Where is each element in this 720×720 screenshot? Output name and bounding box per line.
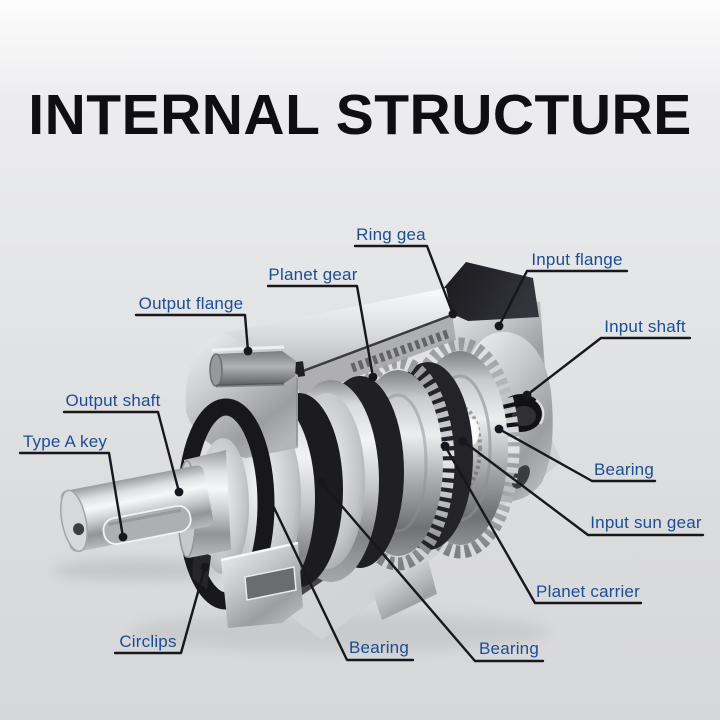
shaft-shadow [52,559,228,581]
bearing-bottom-left-dot [262,488,272,498]
circlips-dot [200,562,210,572]
foot-top-highlight [220,541,299,562]
planet-gear-leader [266,284,375,379]
planet-gear-label: Planet gear [268,265,357,284]
ring-gear-leader [353,244,455,316]
flange-pin [214,351,296,386]
input-shaft-leader [525,336,692,397]
input-sun-gear-label: Input sun gear [590,513,702,532]
input-shaft-label: Input shaft [604,317,686,336]
input-flange-dot [494,321,504,331]
label-input-shaft: Input shaft [522,317,692,400]
top-bar-edge [294,313,453,376]
type-a-key-label: Type A key [23,432,108,451]
output-shaft-leader [62,410,181,494]
label-circlips: Circlips [113,562,210,655]
bearing-bottom-right-label: Bearing [479,639,539,658]
output-flange-label: Output flange [139,294,244,313]
label-bearing-right: Bearing [494,424,657,483]
bearing-right-dot [494,424,504,434]
input-flange-leader [497,269,629,328]
label-type-a-key: Type A key [18,432,128,542]
foot-slot [244,566,297,601]
ring-gear-dot [448,309,458,319]
label-planet-gear: Planet gear [266,265,378,382]
planet-carrier-leader [443,444,643,605]
ring-gear-teeth [350,328,452,373]
bearing-bottom-right-leader [320,481,545,663]
label-planet-carrier: Planet carrier [440,441,643,605]
carrier-foot [372,560,437,620]
bearing-bottom-left-label: Bearing [349,638,409,657]
label-input-flange: Input flange [494,250,629,331]
output-shaft-dot [174,487,184,497]
ring-gear-label: Ring gea [356,225,426,244]
type-a-key-leader [18,451,125,539]
circlips-label: Circlips [119,632,176,651]
input-sun-gear-leader [461,439,705,537]
gearbox-illustration [52,262,562,652]
bearing-right-leader [497,427,657,483]
gear2-hub-teeth [442,406,482,490]
planet-gear-dot [368,372,378,382]
bearing-bottom-right-dot [317,478,327,488]
label-bearing-bottom-right: Bearing [317,478,545,663]
output-shaft-label: Output shaft [65,391,160,410]
bearing-right-label: Bearing [594,460,654,479]
label-bearing-bottom-left: Bearing [262,488,415,662]
part-labels: Ring gea Planet gear Input flange Output… [18,225,705,663]
input-flange-label: Input flange [531,250,622,269]
output-flange-dot [243,346,253,356]
label-output-flange: Output flange [134,294,253,356]
label-ring-gear: Ring gea [353,225,458,319]
input-shaft-dot [522,390,532,400]
circlips-leader [113,565,207,655]
shaft-end-cap [60,489,88,553]
pin-left-cap [209,353,223,387]
input-sun-gear-dot [458,436,468,446]
page-title: INTERNAL STRUCTURE [28,83,691,147]
label-output-shaft: Output shaft [62,391,184,497]
input-shaft-end [512,406,536,426]
type-a-key-dot [118,532,128,542]
bearing-bottom-left-leader [265,491,415,662]
pin-bottom-shadow [215,382,285,388]
shaft-end-hole [73,523,85,536]
hole-rim-highlight [535,399,545,425]
output-flange-leader [134,313,250,353]
housing-dark-wedge [430,262,539,321]
planet-carrier-dot [440,441,450,451]
planet-carrier-label: Planet carrier [536,582,640,601]
label-input-sun-gear: Input sun gear [458,436,705,537]
